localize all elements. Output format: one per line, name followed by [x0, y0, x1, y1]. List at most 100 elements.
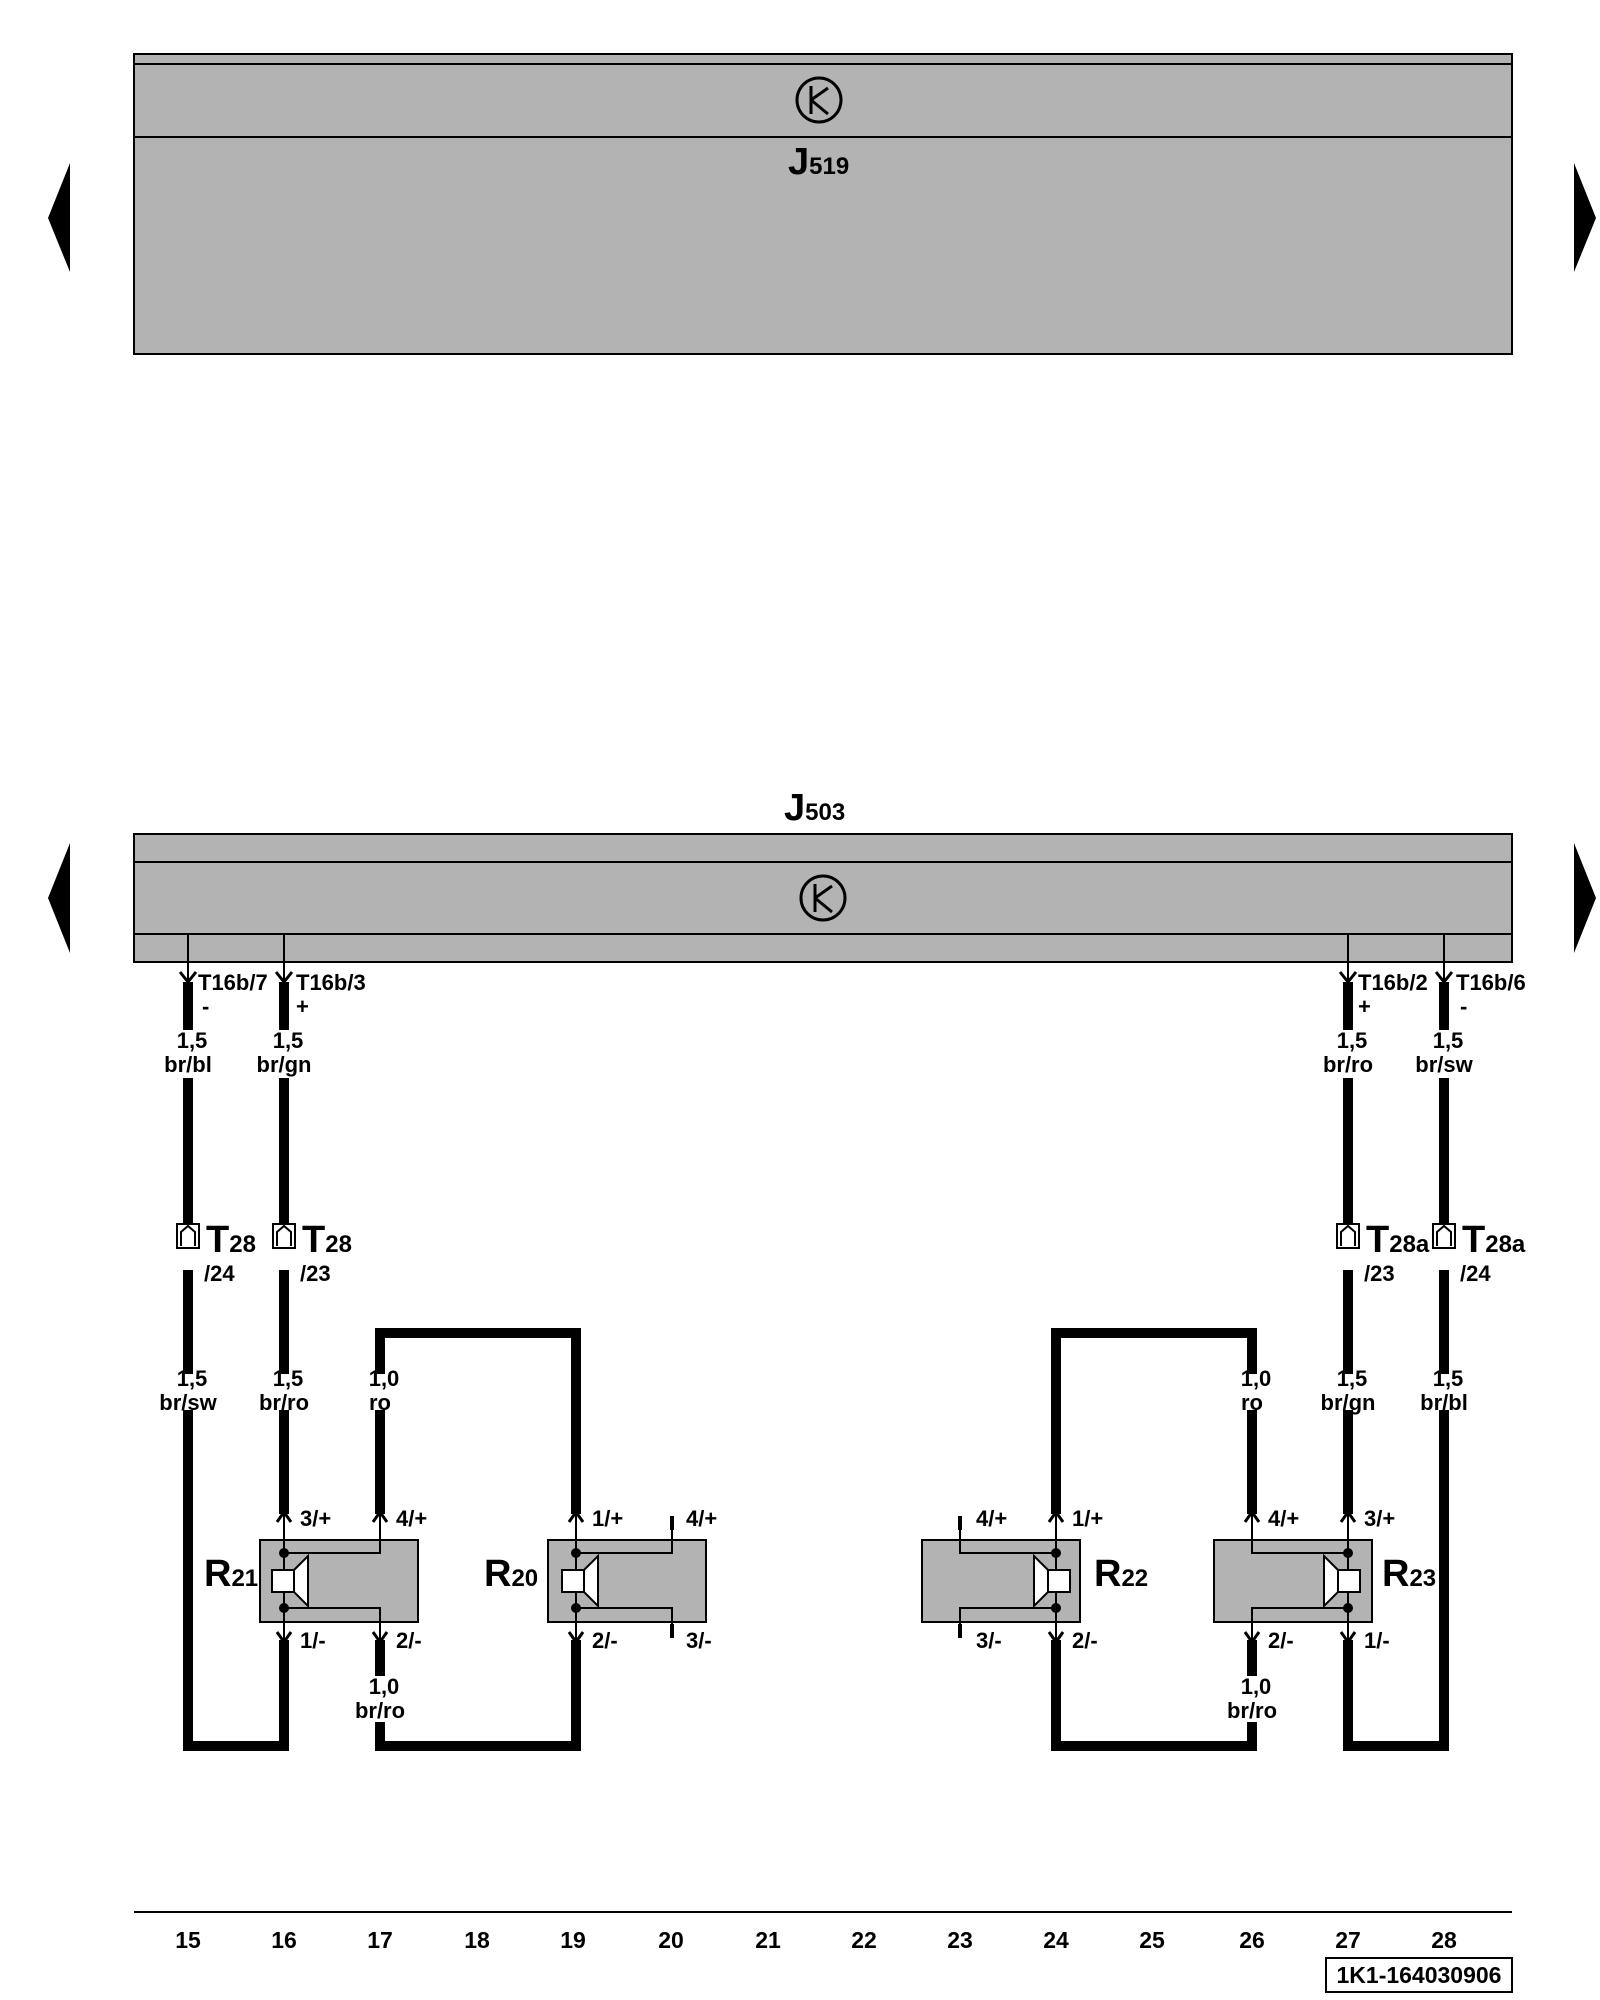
speaker-icon	[1323, 1553, 1361, 1609]
electronic-unit-icon	[795, 76, 843, 124]
svg-text:T28a: T28a	[1462, 1219, 1526, 1261]
upper-wire-labels: 1,5 br/bl 1,5 br/gn 1,5 br/ro 1,5 br/sw	[164, 1028, 1473, 1077]
svg-text:T28: T28	[206, 1219, 256, 1261]
wire-gauge: 1,5	[177, 1366, 208, 1391]
speaker-pin: 2/-	[1268, 1628, 1294, 1653]
column-number: 19	[560, 1927, 586, 1953]
wire-color: br/gn	[257, 1052, 312, 1077]
speaker-letter: R	[1382, 1553, 1409, 1595]
svg-text:R23: R23	[1382, 1553, 1436, 1595]
next-page-arrow-bottom[interactable]	[1574, 843, 1596, 953]
lower-wire-labels: 1,5 br/sw 1,5 br/ro 1,0 ro 1,0 ro 1,5 br…	[159, 1366, 1468, 1415]
connector-t28a-24	[1432, 1223, 1456, 1249]
connector-t28-23	[272, 1223, 296, 1249]
speaker-r20: R20 1/+ 4/+ 2/- 3/-	[484, 1506, 717, 1653]
connector-pin: /23	[300, 1261, 331, 1286]
wire-ro-col17-19	[375, 1328, 581, 1514]
speaker-pin: 2/-	[396, 1628, 422, 1653]
j503-subscript: 503	[805, 799, 845, 826]
connector-subscript: 28	[325, 1231, 352, 1258]
speaker-subscript: 23	[1409, 1565, 1436, 1592]
speaker-icon	[271, 1553, 309, 1609]
wire-gauge: 1,0	[369, 1674, 400, 1699]
svg-text:T28a: T28a	[1366, 1219, 1430, 1261]
electronic-unit-icon	[799, 874, 847, 922]
connector-subscript: 28	[229, 1231, 256, 1258]
pin-t16b7: T16b/7	[198, 970, 268, 995]
column-number: 26	[1239, 1927, 1265, 1953]
column-number: 18	[464, 1927, 490, 1953]
next-page-arrow-top[interactable]	[1574, 163, 1596, 272]
wire-color: br/bl	[1420, 1390, 1468, 1415]
connector-subscript: 28a	[1389, 1231, 1430, 1258]
speaker-r22: R22 4/+ 1/+ 3/- 2/-	[921, 1506, 1148, 1653]
wire-gauge: 1,5	[1337, 1366, 1368, 1391]
wire-gauge: 1,5	[1337, 1028, 1368, 1053]
speaker-pin: 4/+	[686, 1506, 717, 1531]
speaker-icon	[561, 1553, 599, 1609]
column-number: 22	[851, 1927, 877, 1953]
svg-text:R21: R21	[204, 1553, 258, 1595]
wire-color: br/ro	[1227, 1698, 1277, 1723]
prev-page-arrow-top[interactable]	[48, 163, 70, 272]
speaker-r23: R23 4/+ 3/+ 2/- 1/-	[1213, 1506, 1436, 1653]
speaker-pin: 4/+	[1268, 1506, 1299, 1531]
speaker-pin: 1/+	[1072, 1506, 1103, 1531]
column-number: 28	[1431, 1927, 1457, 1953]
wire-color: br/gn	[1321, 1390, 1376, 1415]
connector-letter: T	[302, 1219, 325, 1261]
speaker-pin: 3/+	[1364, 1506, 1395, 1531]
column-number: 23	[947, 1927, 973, 1953]
connector-letter: T	[1366, 1219, 1389, 1261]
speaker-pin: 4/+	[976, 1506, 1007, 1531]
wire-br-sw-bl-col28	[1343, 982, 1449, 1751]
inline-connectors	[176, 1223, 1456, 1249]
wire-gauge: 1,5	[1433, 1366, 1464, 1391]
diagram-reference: 1K1-164030906	[1337, 1962, 1502, 1988]
pin-t16b3-polarity: +	[296, 994, 309, 1019]
speaker-pin: 4/+	[396, 1506, 427, 1531]
wire-gauge: 1,0	[369, 1366, 400, 1391]
svg-text:R20: R20	[484, 1553, 538, 1595]
prev-page-arrow-bottom[interactable]	[48, 843, 70, 953]
speaker-r21: R21 3/+ 4/+ 1/- 2/-	[204, 1506, 427, 1653]
diagram-reference-box: 1K1-164030906	[1325, 1957, 1513, 1993]
column-number: 24	[1043, 1927, 1069, 1953]
j503-pin-labels: T16b/7 - T16b/3 + T16b/2 + T16b/6 -	[198, 970, 1526, 1019]
wire-br-ro-col17-19	[375, 1640, 581, 1751]
connector-letter: T	[1462, 1219, 1485, 1261]
svg-text:J503: J503	[784, 787, 845, 829]
column-number: 20	[658, 1927, 684, 1953]
connector-letter: T	[206, 1219, 229, 1261]
svg-text:J519: J519	[788, 141, 849, 183]
j519-subscript: 519	[809, 153, 849, 180]
j519-letter: J	[788, 141, 809, 183]
wire-ro-col24-26	[1051, 1328, 1257, 1514]
wire-gauge: 1,0	[1241, 1674, 1272, 1699]
wire-br-bl-sw-col15	[183, 982, 289, 1751]
wire-gauge: 1,5	[177, 1028, 208, 1053]
speaker-letter: R	[204, 1553, 231, 1595]
wire-color: br/ro	[1323, 1052, 1373, 1077]
column-number: 16	[271, 1927, 297, 1953]
wire-bundle	[183, 982, 1449, 1751]
speaker-pin: 3/-	[976, 1628, 1002, 1653]
bottom-wire-labels: 1,0 br/ro 1,0 br/ro	[355, 1674, 1277, 1723]
connector-pin: /23	[1364, 1261, 1395, 1286]
pin-t16b2-polarity: +	[1358, 994, 1371, 1019]
speaker-icon	[1033, 1553, 1071, 1609]
speaker-pin: 3/-	[686, 1628, 712, 1653]
wire-color: br/bl	[164, 1052, 212, 1077]
connector-t28a-23	[1336, 1223, 1360, 1249]
column-ruler: 15 16 17 18 19 20 21 22 23 24 25 26 27 2…	[134, 1911, 1512, 1953]
control-unit-j503: J503	[133, 787, 1513, 963]
wire-gauge: 1,0	[1241, 1366, 1272, 1391]
connector-pin: /24	[204, 1261, 235, 1286]
speaker-letter: R	[484, 1553, 511, 1595]
column-number: 21	[755, 1927, 781, 1953]
speaker-pin: 1/-	[1364, 1628, 1390, 1653]
speaker-letter: R	[1094, 1553, 1121, 1595]
wire-color: br/ro	[259, 1390, 309, 1415]
wire-color: ro	[369, 1390, 391, 1415]
